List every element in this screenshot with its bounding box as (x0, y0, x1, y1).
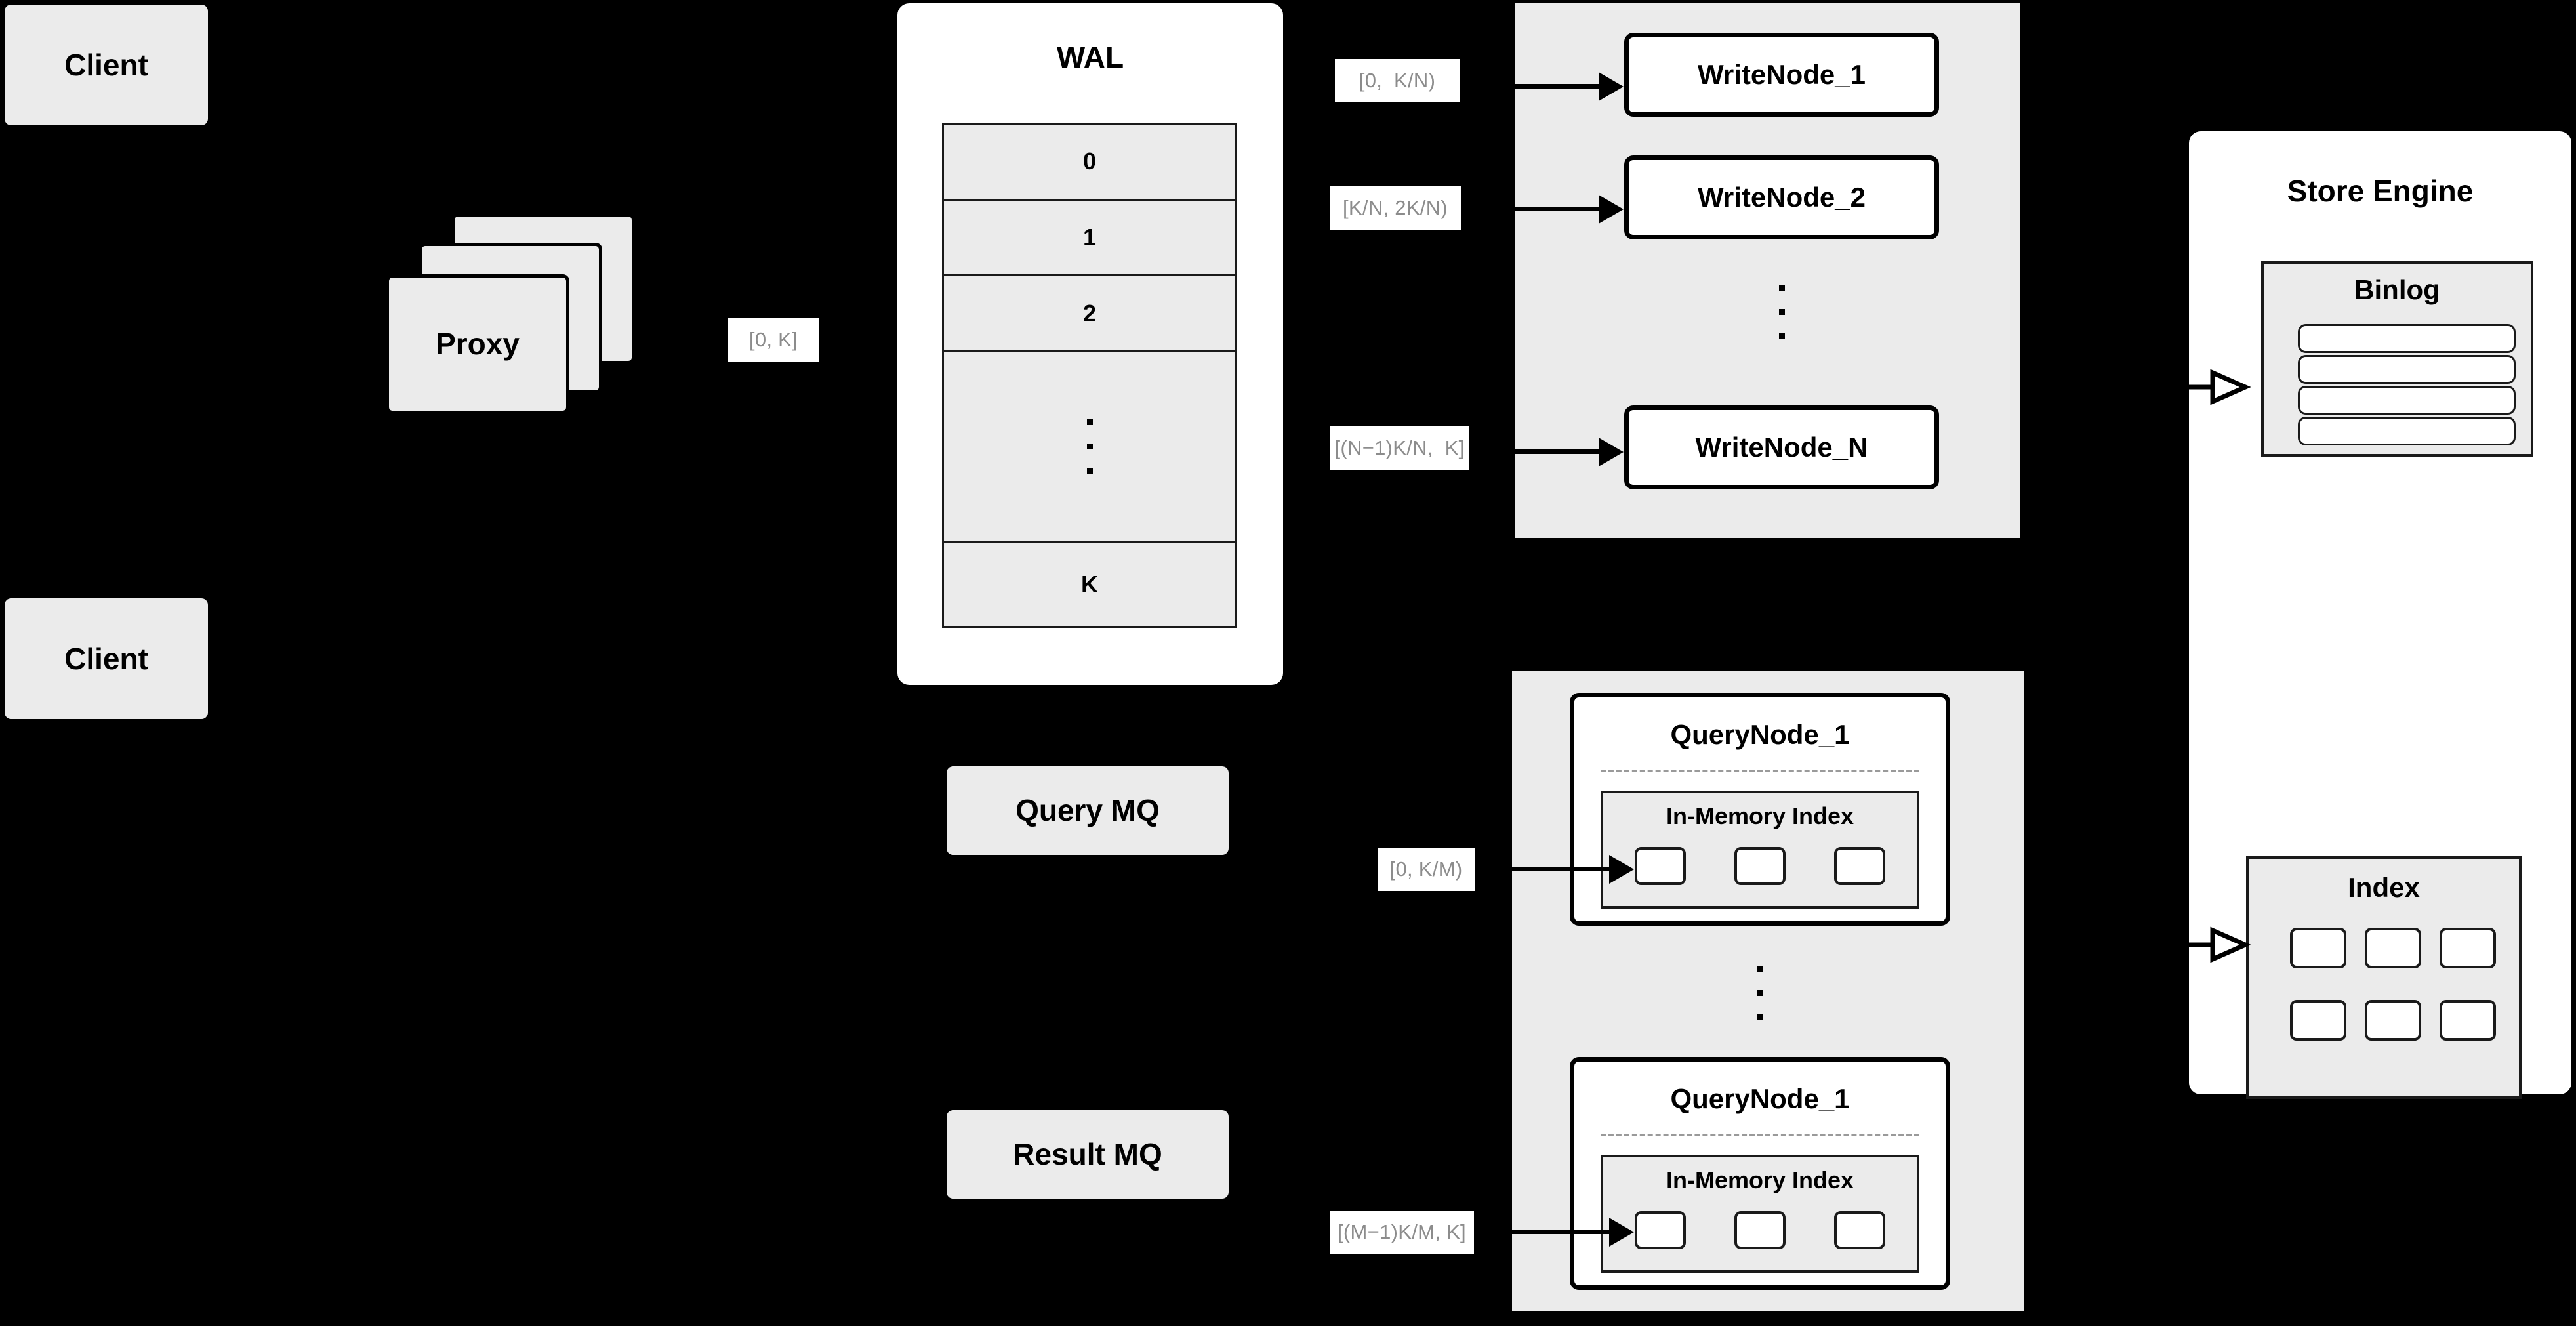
query-node-1-memory-index: In-Memory Index (1601, 791, 1919, 909)
index-segment-chip (1834, 847, 1885, 885)
proxy-range-tag: [0, K] (728, 318, 819, 362)
wal-cell-value: 0 (1082, 148, 1097, 175)
binlog-segment (2298, 386, 2516, 415)
index-segment-chip (1734, 1211, 1786, 1249)
client-label-bottom: Client (64, 641, 148, 676)
proxy-label: Proxy (436, 327, 520, 362)
query-node-1-index-label-wrap: In-Memory Index (1603, 801, 1917, 831)
index-segment (2440, 928, 2496, 968)
wal-cell-value: K (1081, 570, 1098, 598)
query-node-2[interactable]: QueryNode_1 In-Memory Index (1570, 1057, 1950, 1290)
index-segment (2365, 1000, 2421, 1041)
wal-panel: WAL 0 1 2 K (897, 3, 1283, 685)
proxy-layer-front[interactable]: Proxy (386, 274, 569, 414)
arrow-to-query-node-2 (1479, 1218, 1643, 1247)
arrow-to-query-node-1 (1479, 855, 1643, 884)
arrow-to-write-node-n (1473, 438, 1637, 466)
query-node-1-range-tag: [0, K/M) (1378, 848, 1475, 891)
query-node-1-index-label: In-Memory Index (1666, 802, 1854, 829)
binlog-panel: Binlog (2261, 261, 2533, 457)
wal-entry-table: 0 1 2 K (942, 123, 1237, 628)
arrow-to-write-node-1 (1464, 72, 1628, 101)
arrow-to-index (2175, 925, 2253, 964)
query-node-1-divider (1601, 770, 1919, 772)
arrow-to-binlog (2175, 367, 2253, 407)
client-label-top: Client (64, 47, 148, 82)
arrow-to-write-node-2 (1464, 195, 1628, 224)
index-panel: Index (2246, 856, 2522, 1099)
query-node-2-index-label: In-Memory Index (1666, 1166, 1854, 1193)
index-segment-chip (1635, 1211, 1686, 1249)
open-arrow-icon (2175, 926, 2251, 963)
wal-cell-value: 2 (1082, 299, 1097, 327)
binlog-label: Binlog (2354, 274, 2440, 305)
query-node-1-label: QueryNode_1 (1670, 719, 1850, 751)
binlog-label-wrap: Binlog (2264, 273, 2531, 307)
write-node-1[interactable]: WriteNode_1 (1624, 33, 1939, 117)
write-node-n-label: WriteNode_N (1695, 431, 1868, 463)
binlog-segment (2298, 324, 2516, 353)
query-node-2-index-label-wrap: In-Memory Index (1603, 1165, 1917, 1195)
write-node-2[interactable]: WriteNode_2 (1624, 155, 1939, 239)
write-node-2-label: WriteNode_2 (1698, 181, 1866, 213)
wal-cell-value: 1 (1082, 224, 1097, 251)
write-node-2-range-tag: [K/N, 2K/N) (1330, 186, 1461, 230)
index-segment-chip (1635, 847, 1686, 885)
write-node-1-label: WriteNode_1 (1698, 58, 1866, 90)
index-segment (2290, 928, 2346, 968)
index-segment-chip (1734, 847, 1786, 885)
client-box-bottom[interactable]: Client (5, 598, 208, 719)
wal-row: 2 (944, 276, 1235, 353)
wal-row: 1 (944, 200, 1235, 277)
query-group-ellipsis-icon (1743, 940, 1777, 1045)
write-node-n[interactable]: WriteNode_N (1624, 405, 1939, 489)
query-node-2-divider (1601, 1134, 1919, 1136)
store-engine-title: Store Engine (2287, 173, 2474, 208)
proxy-stack[interactable]: Proxy (380, 213, 689, 436)
proxy-range-text: [0, K] (748, 328, 798, 351)
wal-row: 0 (944, 125, 1235, 201)
query-node-2-label-wrap: QueryNode_1 (1574, 1081, 1946, 1117)
result-mq-box[interactable]: Result MQ (947, 1110, 1229, 1199)
index-segment (2290, 1000, 2346, 1041)
write-node-n-range-tag: [(N−1)K/N, K] (1330, 426, 1469, 470)
index-label-wrap: Index (2249, 871, 2519, 905)
result-mq-label: Result MQ (1013, 1137, 1162, 1172)
index-segment (2440, 1000, 2496, 1041)
query-node-2-memory-index: In-Memory Index (1601, 1155, 1919, 1273)
store-engine-panel: Store Engine Binlog Index (2189, 131, 2571, 1099)
binlog-segment (2298, 417, 2516, 445)
open-arrow-icon (2175, 369, 2251, 405)
write-node-1-range-tag: [0, K/N) (1335, 59, 1460, 102)
index-segment-chip (1834, 1211, 1885, 1249)
query-mq-box[interactable]: Query MQ (947, 766, 1229, 855)
vertical-ellipsis-icon (1086, 410, 1093, 483)
wal-row-ellipsis (944, 352, 1235, 543)
query-mq-label: Query MQ (1015, 793, 1160, 828)
index-label: Index (2348, 871, 2420, 903)
query-node-1-label-wrap: QueryNode_1 (1574, 717, 1946, 753)
query-node-2-label: QueryNode_1 (1670, 1083, 1850, 1115)
client-box-top[interactable]: Client (5, 5, 208, 125)
index-segment (2365, 928, 2421, 968)
write-group-ellipsis-icon (1765, 266, 1799, 358)
query-node-2-range-tag: [(M−1)K/M, K] (1330, 1211, 1474, 1254)
wal-row: K (944, 543, 1235, 627)
binlog-segment (2298, 355, 2516, 384)
query-node-1[interactable]: QueryNode_1 In-Memory Index (1570, 693, 1950, 926)
query-node-group: QueryNode_1 In-Memory Index QueryNode_1 (1512, 671, 2024, 1311)
wal-title: WAL (1056, 40, 1124, 75)
